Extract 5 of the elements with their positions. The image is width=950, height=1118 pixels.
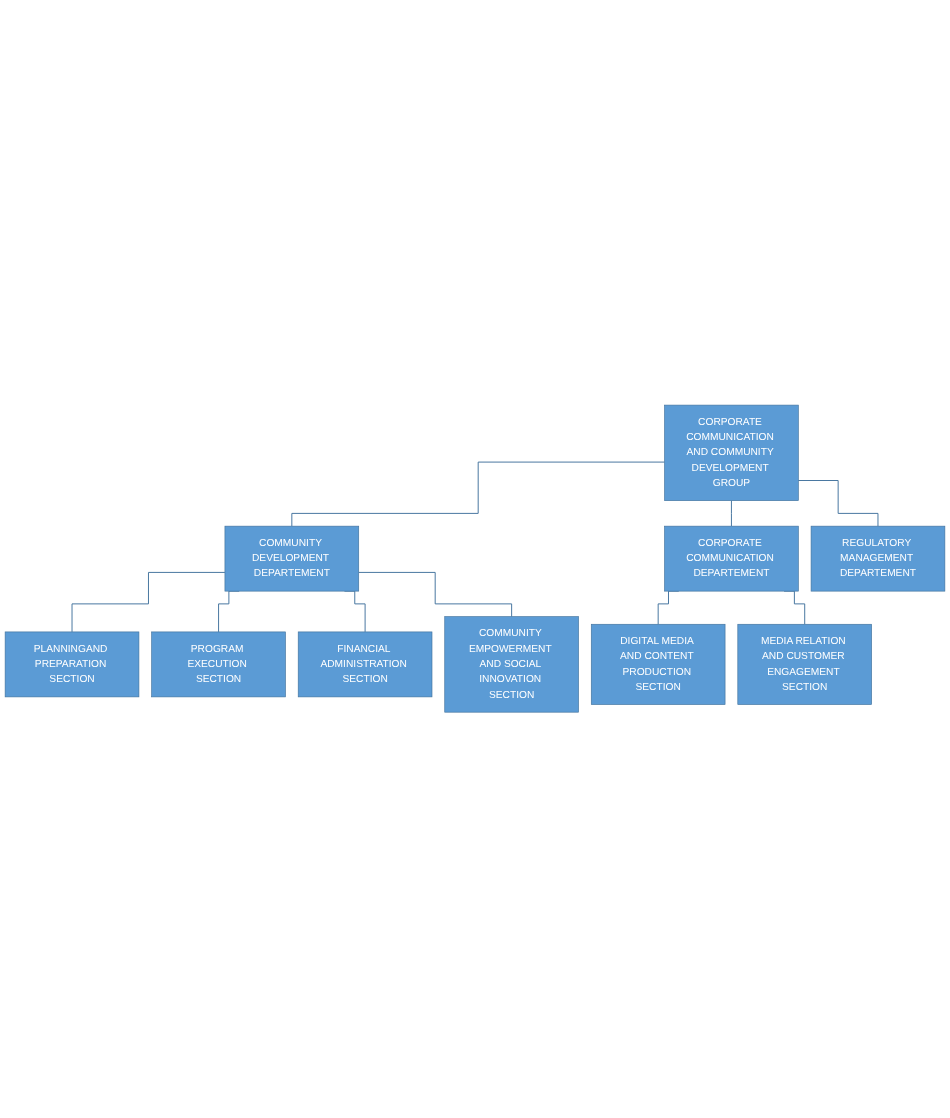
connector: [71, 572, 226, 633]
connector: [730, 500, 732, 527]
connector: [291, 461, 665, 527]
connector: [797, 480, 879, 527]
connector: [358, 572, 513, 618]
